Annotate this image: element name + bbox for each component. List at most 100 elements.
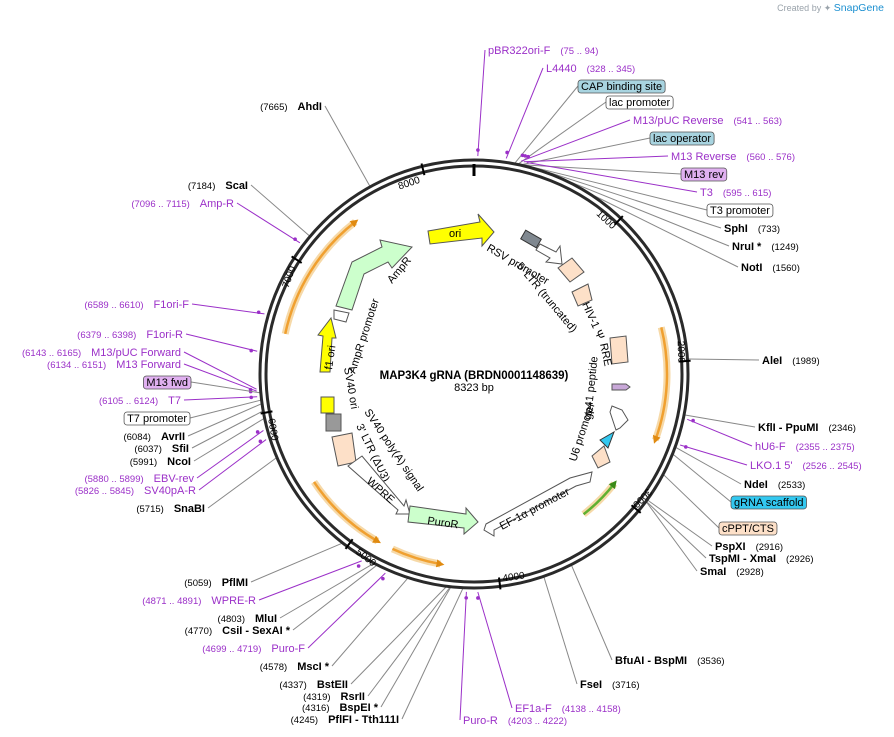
site-position: (6589 .. 6610) xyxy=(84,300,143,311)
plasmid-size: 8323 bp xyxy=(454,382,494,394)
site-position: (3716) xyxy=(612,680,639,691)
leader-line xyxy=(196,430,264,479)
site-position: (5826 .. 5845) xyxy=(75,486,134,497)
leader-line xyxy=(193,418,264,462)
site-name: MscI * xyxy=(297,661,330,673)
primer-site-marker xyxy=(505,150,509,155)
site-position: (4803) xyxy=(218,614,245,625)
primer-site-marker xyxy=(256,310,261,315)
site-name: SnaBI xyxy=(174,503,205,515)
sv40-ori-feature xyxy=(320,396,335,414)
site-label-t3-promoter: T3 promoter xyxy=(706,203,774,218)
leader-line xyxy=(477,49,486,157)
site-label-bspei: BspEI *(4316) xyxy=(302,702,379,714)
hiv1-psi-feature xyxy=(571,283,593,307)
ori-label: ori xyxy=(449,228,461,240)
site-name: Amp-R xyxy=(200,198,234,210)
site-label-fsei: FseI(3716) xyxy=(580,679,639,691)
primer-site-marker xyxy=(249,348,254,353)
rsv-promoter-feature xyxy=(535,243,563,265)
site-label-t7: T7 (6105 .. 6124) xyxy=(99,395,181,407)
site-position: (6105 .. 6124) xyxy=(99,396,158,407)
site-position: (733) xyxy=(758,224,780,235)
site-name: CsiI - SexAI * xyxy=(222,625,291,637)
leader-line xyxy=(331,578,408,667)
site-name: M13 rev xyxy=(684,169,724,181)
site-name: SfiI xyxy=(172,443,189,455)
leader-line xyxy=(350,586,447,685)
f1-ori-label: f1 ori xyxy=(323,345,338,371)
leader-line xyxy=(324,105,371,187)
tick-mark xyxy=(344,538,354,550)
site-label-m13-forward: M13 Forward(6134 .. 6151) xyxy=(47,359,181,371)
leader-line xyxy=(236,202,301,244)
site-label-sfii: SfiI (6037) xyxy=(134,443,189,455)
site-label-m13-fwd: M13 fwd xyxy=(143,375,192,390)
sv40-polya-feature xyxy=(325,413,342,432)
site-label-scai: ScaI(7184) xyxy=(188,180,248,192)
site-position: (1560) xyxy=(772,263,799,274)
site-label-csii-sexai: CsiI - SexAI *(4770) xyxy=(185,625,291,637)
site-name: pBR322ori-F xyxy=(488,45,551,57)
site-position: (7184) xyxy=(188,181,215,192)
u6-promoter-feature xyxy=(609,405,629,431)
leader-line xyxy=(646,501,698,572)
site-label-snabi: SnaBI(5715) xyxy=(136,503,205,515)
ef1a-promoter-feature xyxy=(483,471,593,537)
leader-line xyxy=(518,101,607,165)
site-name: MluI xyxy=(255,613,277,625)
site-position: (2355 .. 2375) xyxy=(796,442,855,453)
tick-mark xyxy=(678,359,691,363)
leader-line xyxy=(505,67,544,159)
hiv1-psi-label: HIV-1 Ψ xyxy=(579,300,606,341)
ampr-promoter-feature xyxy=(333,309,350,323)
site-name: T7 xyxy=(168,395,181,407)
tick-mark xyxy=(291,255,303,264)
leader-line xyxy=(533,166,722,229)
site-position: (4871 .. 4891) xyxy=(142,596,201,607)
leader-line xyxy=(191,303,265,315)
cppt-feature xyxy=(591,445,611,469)
orange-arc-wpre-1 xyxy=(312,481,381,544)
site-name: cPPT/CTS xyxy=(722,523,774,535)
tick-label: 4000 xyxy=(502,570,526,584)
site-position: (6379 .. 6398) xyxy=(77,330,136,341)
leader-line xyxy=(673,454,732,503)
site-name: TspMI - XmaI xyxy=(709,553,776,565)
site-name: PflFI - Tth111I xyxy=(328,714,399,726)
site-name: AhdI xyxy=(298,101,322,113)
orange-arc-wpre-1-glow xyxy=(311,479,380,545)
site-label-m13-reverse: M13 Reverse(560 .. 576) xyxy=(671,151,795,163)
tick-label: 6000 xyxy=(265,418,280,442)
site-name: lac operator xyxy=(653,133,711,145)
site-position: (2346) xyxy=(829,423,856,434)
primer-site-marker xyxy=(683,445,688,449)
site-label-l4440: L4440(328 .. 345) xyxy=(546,63,635,75)
site-position: (2916) xyxy=(756,542,783,553)
primer-site-marker xyxy=(258,439,263,444)
site-label-pflfi-tth111i: PflFI - Tth111I(4245) xyxy=(291,714,399,726)
gp41-label: gp41 peptide xyxy=(582,356,601,421)
leader-line xyxy=(679,444,748,466)
site-name: BfuAI - BspMI xyxy=(615,655,687,667)
site-position: (4138 .. 4158) xyxy=(562,704,621,715)
site-label-m13-puc-forward: M13/pUC Forward(6143 .. 6165) xyxy=(22,347,181,359)
site-label-ahdi: AhdI(7665) xyxy=(260,101,322,113)
leader-line xyxy=(367,587,451,697)
leader-line xyxy=(514,85,579,164)
site-label-amp-r: Amp-R(7096 .. 7115) xyxy=(131,198,234,210)
site-position: (6037) xyxy=(134,444,161,455)
green-arc-ef1a xyxy=(582,480,617,516)
site-label-msci: MscI *(4578) xyxy=(260,661,330,673)
orange-arcs xyxy=(281,219,671,568)
site-label-puro-r: Puro-R(4203 .. 4222) xyxy=(463,715,567,727)
tick-mark xyxy=(630,504,642,514)
site-label-ef1a-f: EF1a-F(4138 .. 4158) xyxy=(515,703,621,715)
site-name: CAP binding site xyxy=(581,81,662,93)
site-label-f1ori-r: F1ori-R(6379 .. 6398) xyxy=(77,329,183,341)
site-name: WPRE-R xyxy=(211,595,256,607)
site-position: (5880 .. 5899) xyxy=(84,474,143,485)
leader-line xyxy=(459,591,467,721)
tick-mark xyxy=(260,410,273,415)
site-position: (541 .. 563) xyxy=(733,116,782,127)
